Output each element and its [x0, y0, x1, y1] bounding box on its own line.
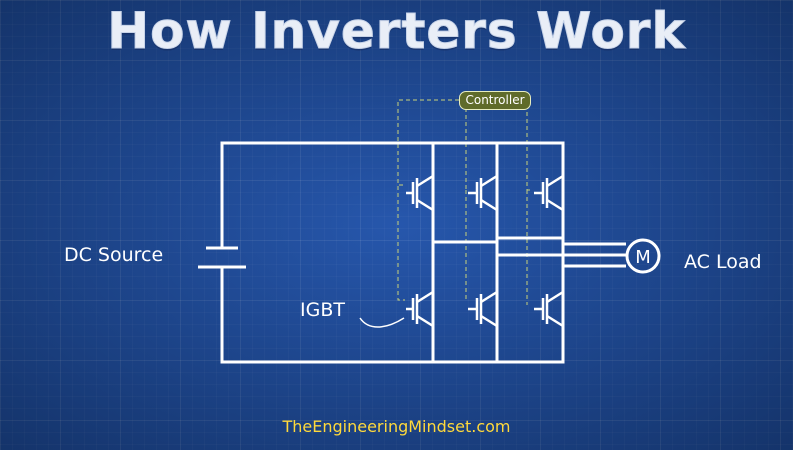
igbt-switch — [406, 174, 434, 212]
footer-website: TheEngineeringMindset.com — [282, 417, 511, 436]
ac-load-label: AC Load — [684, 251, 762, 273]
igbt-switch — [534, 290, 564, 328]
motor-label: M — [635, 247, 651, 268]
dc-battery-symbol — [198, 246, 246, 269]
dc-source-label: DC Source — [64, 244, 164, 266]
dc-bus-wires — [220, 141, 565, 364]
igbt-switch — [406, 290, 434, 328]
igbt-switch — [468, 290, 498, 328]
inverter-legs — [431, 143, 565, 362]
igbt-switches — [406, 174, 564, 328]
controller-box: Controller — [459, 91, 531, 110]
phase-output-wires — [433, 236, 626, 268]
igbt-pointer-curve — [359, 317, 405, 328]
igbt-switch — [468, 174, 498, 212]
page-title: How Inverters Work — [107, 2, 686, 61]
igbt-label: IGBT — [300, 299, 345, 321]
igbt-switch — [534, 174, 564, 212]
motor-symbol: M — [625, 238, 661, 274]
